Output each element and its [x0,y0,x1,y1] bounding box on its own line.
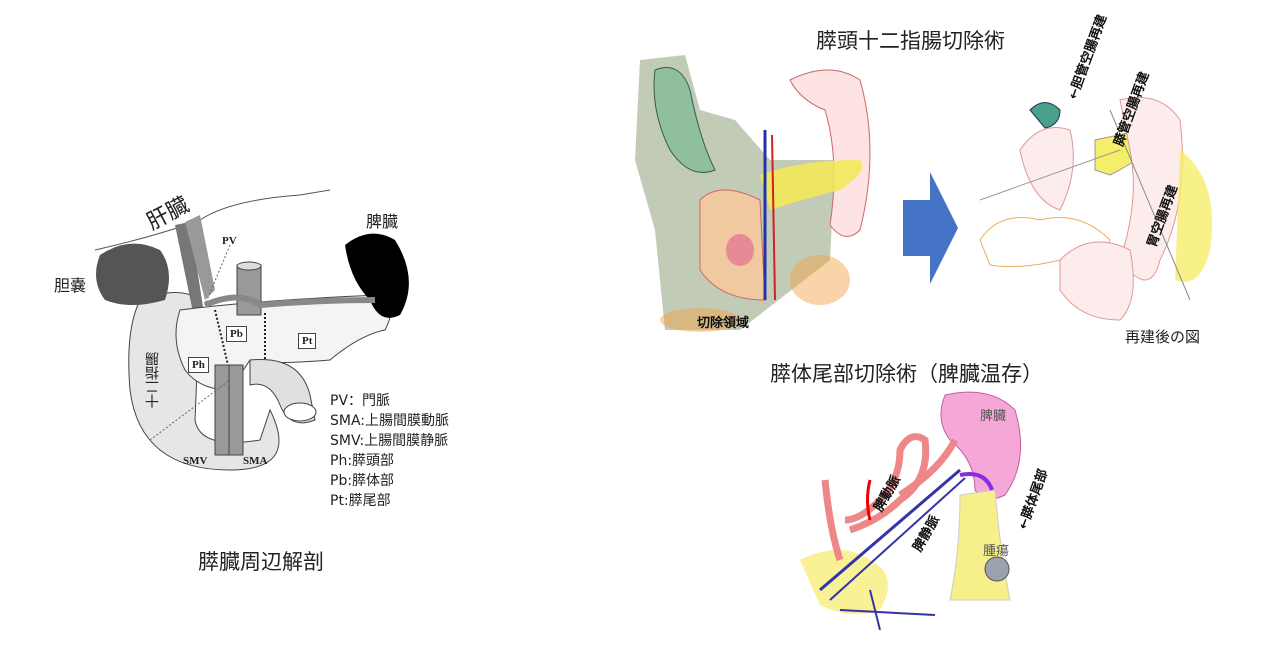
legend-item: PV：門脈 [330,393,391,409]
spleen-label-dp: 脾臓 [980,409,1007,424]
ph-label: Ph [188,357,209,373]
legend-item: Ph:膵頭部 [330,453,395,469]
tumor-shape [984,556,1010,582]
spleen-label: 脾臓 [366,212,399,231]
pd-title: 膵頭十二指腸切除術 [816,29,1005,53]
gallbladder-label: 胆嚢 [54,276,87,295]
spleen-shape [345,233,409,318]
legend-item: Pb:膵体部 [330,473,395,489]
anatomy-caption: 膵臓周辺解剖 [198,550,324,574]
resection-area-label: 切除領域 [697,316,750,331]
anatomy-legend: PV：門脈 SMA:上腸間膜動脈 SMV:上腸間膜静脈 Ph:膵頭部 Pb:膵体… [330,391,449,511]
pv-label: PV [222,235,237,247]
legend-item: Pt:膵尾部 [330,493,391,509]
tumor-label: 腫瘍 [983,544,1010,559]
sma-label: SMA [243,455,268,467]
bile-duct [175,222,205,322]
pb-label: Pb [226,326,247,342]
gallbladder-shape [96,243,169,305]
smv-label: SMV [183,455,208,467]
legend-item: SMA:上腸間膜動脈 [330,413,450,429]
pt-label: Pt [298,333,317,349]
after-reconstruction-caption: 再建後の図 [1125,328,1201,346]
legend-item: SMV:上腸間膜静脈 [330,433,449,449]
right-arrow-icon [903,172,958,284]
dp-title: 膵体尾部切除術（脾臓温存） [770,362,1043,386]
